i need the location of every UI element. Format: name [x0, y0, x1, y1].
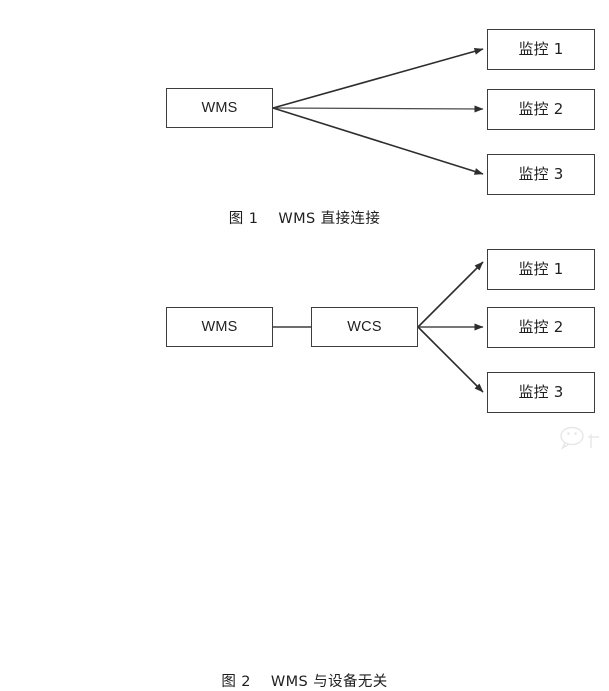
- figure-1-caption: 图 1 WMS 直接连接: [228, 211, 381, 227]
- node-monitor-2[interactable]: 监控 2: [487, 307, 595, 348]
- node-wms[interactable]: WMS: [166, 307, 273, 347]
- node-monitor-3-label: 监控 3: [518, 165, 564, 183]
- connector-wms-to-monitor-3: [272, 107, 484, 175]
- node-monitor-3[interactable]: 监控 3: [487, 372, 595, 413]
- figure-2-caption: 图 2 WMS 与设备无关: [221, 674, 388, 690]
- node-wcs[interactable]: WCS: [311, 307, 418, 347]
- connector-wcs-to-monitor-3: [417, 326, 484, 393]
- connector-wcs-to-monitor-1: [417, 261, 484, 328]
- node-wms-label: WMS: [201, 99, 238, 116]
- figure-2-connectors: [273, 261, 484, 393]
- node-wms[interactable]: WMS: [166, 88, 273, 128]
- node-wms-label: WMS: [201, 318, 238, 335]
- figure-1: WMS 监控 1 监控 2 监控 3 图 1 WMS 直接连接: [0, 0, 609, 235]
- node-monitor-3-label: 监控 3: [518, 383, 564, 401]
- node-monitor-1[interactable]: 监控 1: [487, 249, 595, 290]
- figure-2: WMS WCS 监控 1 监控 2 监控 3 图 2 WMS 与设备无关: [0, 235, 609, 690]
- node-monitor-1[interactable]: 监控 1: [487, 29, 595, 70]
- node-wcs-label: WCS: [347, 318, 382, 335]
- node-monitor-2[interactable]: 监控 2: [487, 89, 595, 130]
- node-monitor-1-label: 监控 1: [518, 40, 564, 58]
- node-monitor-2-label: 监控 2: [518, 318, 564, 336]
- connector-wms-to-monitor-2: [272, 105, 484, 113]
- node-monitor-3[interactable]: 监控 3: [487, 154, 595, 195]
- figure-1-connectors: [272, 47, 484, 175]
- node-monitor-1-label: 监控 1: [518, 260, 564, 278]
- node-monitor-2-label: 监控 2: [518, 100, 564, 118]
- connector-wms-to-monitor-1: [272, 47, 484, 109]
